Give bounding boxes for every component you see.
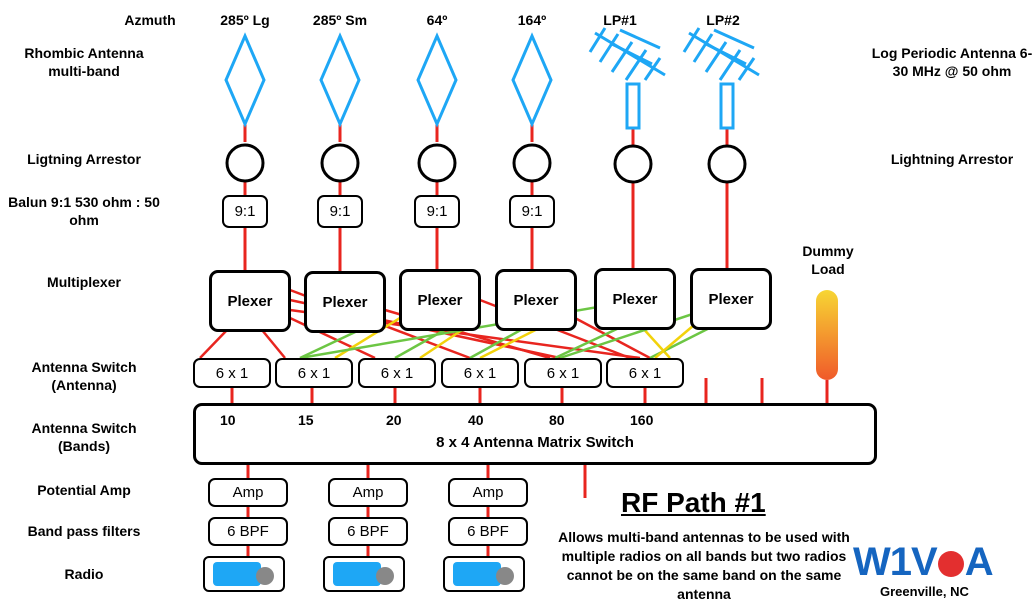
logo-location: Greenville, NC <box>880 584 969 599</box>
band-label: 160 <box>630 412 654 428</box>
plexer-box: Plexer <box>209 270 291 332</box>
azimuth-header: Azmuth <box>124 12 176 28</box>
radio-display <box>453 562 501 586</box>
logo-o-icon <box>937 551 964 578</box>
column-header: LP#1 <box>603 12 637 28</box>
band-label: 40 <box>468 412 484 428</box>
band-label: 20 <box>386 412 402 428</box>
band-label: 15 <box>298 412 314 428</box>
log-periodic-antennas <box>588 27 760 130</box>
rhombic-antenna-icon <box>416 32 458 128</box>
bpf-label: Band pass filters <box>27 523 141 539</box>
bpf-box: 6 BPF <box>328 517 408 546</box>
logo-prefix: W1V <box>853 540 938 584</box>
log-periodic-label: Log Periodic Antenna 6-30 MHz @ 50 ohm <box>871 45 1033 79</box>
arrestor-icon <box>512 143 552 183</box>
arrestor-icon <box>225 143 265 183</box>
arrestor-icon <box>613 144 653 184</box>
column-header: LP#2 <box>706 12 740 28</box>
band-label: 80 <box>549 412 565 428</box>
radio-display <box>333 562 381 586</box>
amp-box: Amp <box>448 478 528 507</box>
dummy-load-icon <box>816 290 838 380</box>
radio-knob-icon <box>496 567 514 585</box>
rhombic-antennas <box>224 32 553 128</box>
radio-knob-icon <box>376 567 394 585</box>
switch-antenna-label: Antenna Switch (Antenna) <box>31 359 137 393</box>
w1voa-logo: W1V A <box>853 540 1013 584</box>
antenna-switch-box: 6 x 1 <box>524 358 602 388</box>
multiplexer-label: Multiplexer <box>47 274 121 290</box>
plexer-box: Plexer <box>304 271 386 333</box>
antenna-switch-box: 6 x 1 <box>193 358 271 388</box>
arrestor-icon <box>320 143 360 183</box>
plexer-box: Plexer <box>495 269 577 331</box>
radio-label: Radio <box>64 566 104 582</box>
matrix-switch: 10 15 20 40 80 160 8 x 4 Antenna Matrix … <box>193 403 877 465</box>
matrix-label: 8 x 4 Antenna Matrix Switch <box>436 434 634 451</box>
column-header: 285º Lg <box>220 12 270 28</box>
amp-box: Amp <box>208 478 288 507</box>
radio-display <box>213 562 261 586</box>
feed-lines <box>230 124 829 556</box>
rf-path-title: RF Path #1 <box>621 487 766 518</box>
arrestor-icon <box>707 144 747 184</box>
dummy-load-label: Dummy Load <box>802 243 854 277</box>
rhombic-antenna-icon <box>319 32 361 128</box>
lightning-arrestors <box>225 143 747 184</box>
antenna-switch-box: 6 x 1 <box>275 358 353 388</box>
amp-label: Potential Amp <box>37 482 131 498</box>
plexer-box: Plexer <box>594 268 676 330</box>
logo-suffix: A <box>964 540 994 584</box>
antenna-switch-box: 6 x 1 <box>441 358 519 388</box>
radio-knob-icon <box>256 567 274 585</box>
balun-box: 9:1 <box>509 195 555 228</box>
radio-icon <box>323 556 405 592</box>
log-periodic-antenna-icon <box>682 27 760 130</box>
rhombic-antenna-icon <box>224 32 266 128</box>
plexer-box: Plexer <box>399 269 481 331</box>
rf-path-description: Allows multi-band antennas to be used wi… <box>558 529 850 602</box>
column-header: 285º Sm <box>312 12 368 28</box>
bpf-box: 6 BPF <box>448 517 528 546</box>
radio-icon <box>443 556 525 592</box>
radio-icon <box>203 556 285 592</box>
right-arrestor-label: Lightning Arrestor <box>890 151 1014 167</box>
balun-box: 9:1 <box>317 195 363 228</box>
plexer-box: Plexer <box>690 268 772 330</box>
amp-box: Amp <box>328 478 408 507</box>
antenna-switch-box: 6 x 1 <box>358 358 436 388</box>
balun-label: Balun 9:1 530 ohm : 50 ohm <box>8 194 160 228</box>
column-header: 64º <box>426 12 448 28</box>
arrestor-label: Ligtning Arrestor <box>27 151 141 167</box>
balun-box: 9:1 <box>222 195 268 228</box>
arrestor-icon <box>417 143 457 183</box>
log-periodic-antenna-icon <box>588 27 666 130</box>
rhombic-label: Rhombic Antenna multi-band <box>24 45 144 79</box>
switch-bands-label: Antenna Switch (Bands) <box>31 420 137 454</box>
balun-box: 9:1 <box>414 195 460 228</box>
bpf-box: 6 BPF <box>208 517 288 546</box>
band-label: 10 <box>220 412 236 428</box>
antenna-switch-box: 6 x 1 <box>606 358 684 388</box>
column-header: 164º <box>517 12 547 28</box>
rhombic-antenna-icon <box>511 32 553 128</box>
